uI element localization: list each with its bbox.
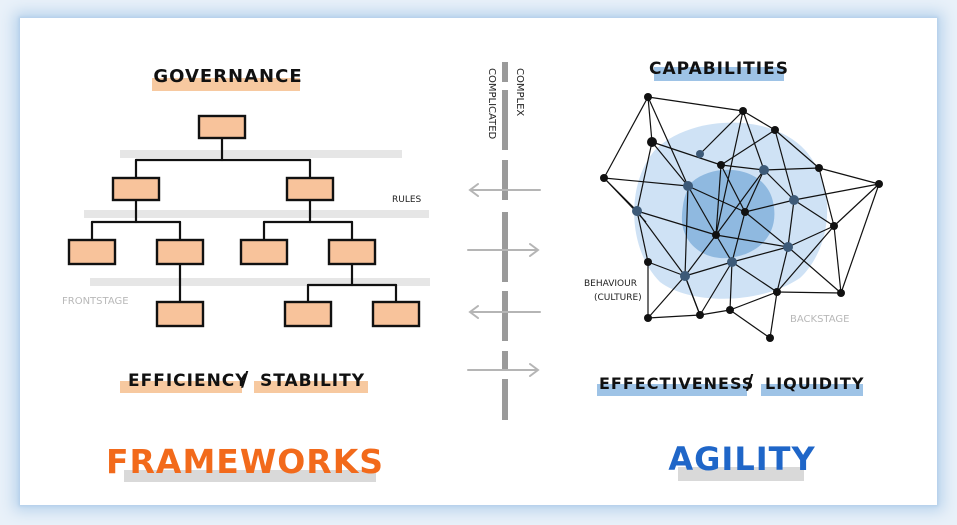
- agility-underline: [678, 467, 804, 481]
- arrow-right: [467, 363, 540, 377]
- network-node: [717, 161, 725, 169]
- org-box: [239, 238, 289, 266]
- arrow-left: [468, 183, 541, 197]
- network-node: [727, 257, 737, 267]
- heading-highlight: [152, 78, 300, 91]
- org-box: [283, 300, 333, 328]
- network-node: [741, 208, 749, 216]
- rules-label: RULES: [392, 195, 422, 205]
- caption-separator: /: [746, 370, 754, 394]
- governance-heading: GOVERNANCE: [153, 66, 302, 87]
- network-node: [815, 164, 823, 172]
- network-nodes: [600, 93, 883, 342]
- efficiency-label: EFFICIENCY: [128, 371, 249, 391]
- network-node: [726, 306, 734, 314]
- network-node: [783, 242, 793, 252]
- org-box: [111, 176, 161, 202]
- agility-panel: CAPABILITIES: [584, 59, 883, 481]
- capabilities-heading: CAPABILITIES: [649, 59, 789, 79]
- capabilities-highlight: [654, 67, 784, 81]
- network-node: [696, 311, 704, 319]
- org-box: [155, 238, 205, 266]
- network-node: [837, 289, 845, 297]
- network-node: [773, 288, 781, 296]
- complicated-label: COMPLICATED: [486, 68, 497, 140]
- org-chart-boxes: [67, 114, 421, 328]
- behaviour-label: BEHAVIOUR: [584, 279, 637, 289]
- stability-label: STABILITY: [260, 371, 365, 391]
- backstage-label: BACKSTAGE: [790, 314, 849, 325]
- effectiveness-label: EFFECTIVENESS: [599, 374, 754, 393]
- network-node: [712, 231, 720, 239]
- arrow-right: [467, 243, 540, 257]
- org-box: [285, 176, 335, 202]
- network-node: [759, 165, 769, 175]
- frameworks-panel: GOVERNANCE: [62, 66, 430, 482]
- gray-band: [120, 150, 402, 158]
- network-edges: [603, 96, 880, 339]
- frontstage-label: FRONTSTAGE: [62, 296, 129, 307]
- arrow-left: [468, 305, 541, 319]
- network-node: [644, 258, 652, 266]
- divider: COMPLICATED COMPLEX: [467, 62, 541, 420]
- org-box: [371, 300, 421, 328]
- network-node: [789, 195, 799, 205]
- culture-label: (CULTURE): [594, 293, 642, 303]
- network-node: [739, 107, 747, 115]
- network-node: [632, 206, 642, 216]
- network-node: [647, 137, 657, 147]
- network-node: [875, 180, 883, 188]
- network-node: [683, 181, 693, 191]
- complex-label: COMPLEX: [514, 68, 525, 116]
- network-node: [600, 174, 608, 182]
- gray-band: [84, 210, 429, 218]
- flow-arrows: [467, 183, 541, 377]
- liquidity-label: LIQUIDITY: [765, 374, 864, 393]
- liquidity-highlight: [761, 384, 863, 396]
- agility-title: AGILITY: [668, 440, 815, 478]
- gray-band: [90, 278, 430, 286]
- org-box: [67, 238, 117, 266]
- stability-highlight: [254, 381, 368, 393]
- network-node: [766, 334, 774, 342]
- org-box: [155, 300, 205, 328]
- org-chart-connectors: [90, 136, 398, 304]
- network-inner-blob: [681, 169, 775, 259]
- network-node: [644, 314, 652, 322]
- network-node: [680, 271, 690, 281]
- frameworks-underline: [124, 470, 376, 482]
- network-node: [771, 126, 779, 134]
- org-box: [327, 238, 377, 266]
- efficiency-highlight: [120, 381, 242, 393]
- network-node: [830, 222, 838, 230]
- effectiveness-highlight: [597, 384, 747, 396]
- org-box: [197, 114, 247, 140]
- frameworks-title: FRAMEWORKS: [106, 442, 384, 481]
- network-node: [696, 150, 704, 158]
- network-node: [644, 93, 652, 101]
- caption-separator: /: [241, 367, 249, 391]
